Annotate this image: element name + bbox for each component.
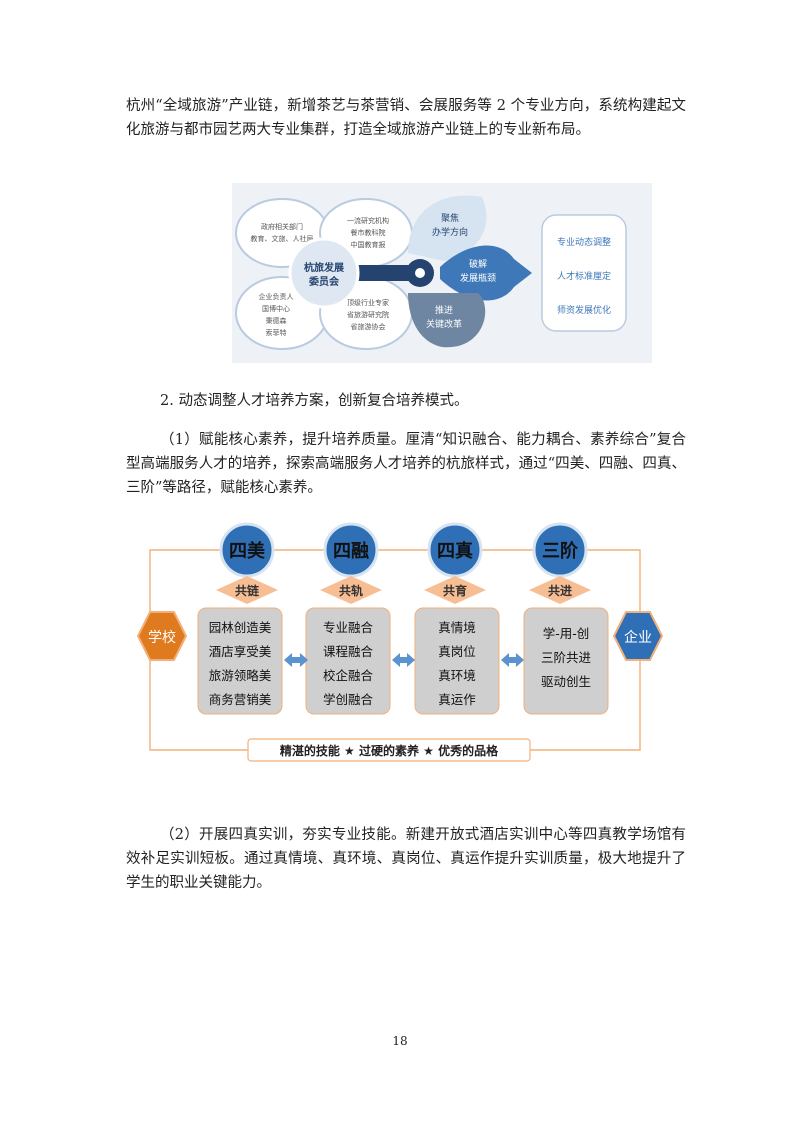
svg-text:破解发展瓶颈: 破解发展瓶颈 [460,258,496,284]
step-advance [408,293,486,348]
committee-diagram: 政府相关部门教育、文旅、人社局 一流研究机构餐市教科院中国教育报 企业负责人国博… [232,183,652,363]
column-title: 三阶 [542,540,579,562]
school-label: 学校 [148,629,176,646]
outcome-3: 师资发展优化 [557,304,611,316]
center-circle [288,237,360,309]
training-model-diagram: 精湛的技能 ★ 过硬的素养 ★ 优秀的品格 学校 企业 四美 共链 园林创造美酒… [136,522,664,762]
outcomes-box [541,214,627,332]
svg-text:真情境真岗位真环境真运作: 真情境真岗位真环境真运作 [438,620,476,707]
column-tag: 共链 [235,583,260,598]
school-hexagon [136,611,188,661]
enterprise-hexagon [612,611,664,661]
step-focus [408,195,487,261]
outcome-2: 人才标准厘定 [557,270,611,282]
center-label: 杭旅发展 [304,261,344,274]
column-title: 四美 [229,540,265,562]
svg-text:专业融合课程融合校企融合学创融合: 专业融合课程融合校企融合学创融合 [323,620,374,707]
column-tag: 共育 [443,583,467,598]
column-title: 四真 [437,540,473,562]
column-tag: 共轨 [339,583,363,598]
svg-text:园林创造美酒店享受美旅游领略美商务营销美: 园林创造美酒店享受美旅游领略美商务营销美 [209,620,272,707]
svg-text:顶级行业专家省旅游研究院省旅游协会: 顶级行业专家省旅游研究院省旅游协会 [347,298,389,331]
bottom-banner-text: 精湛的技能 ★ 过硬的素养 ★ 优秀的品格 [280,743,499,758]
svg-text:推进关键改革: 推进关键改革 [426,304,462,330]
paragraph-core-literacy: （1）赋能核心素养，提升培养质量。厘清“知识融合、能力耦合、素养综合”复合型高端… [126,432,686,496]
svg-text:学-用-创三阶共进驱动创生: 学-用-创三阶共进驱动创生 [541,626,592,689]
svg-text:专业动态调整人才标准厘定师资发展优化: 专业动态调整人才标准厘定师资发展优化 [557,236,611,316]
svg-text:企业负责人国博中心秉德森索菲特: 企业负责人国博中心秉德森索菲特 [259,292,294,337]
paragraph-practical-training: （2）开展四真实训，夯实专业技能。新建开放式酒店实训中心等四真教学场馆有效补足实… [126,827,686,891]
svg-text:聚焦办学方向: 聚焦办学方向 [432,212,468,238]
bottom-banner [247,738,531,762]
heading-section-2: 2. 动态调整人才培养方案，创新复合培养模式。 [160,393,469,409]
step-break [440,245,532,301]
double-arrow-icon [284,653,524,667]
page-number: 18 [392,1034,408,1048]
paragraph-intro: 杭州“全域旅游”产业链，新增茶艺与茶营销、会展服务等 2 个专业方向，系统构建起… [126,98,686,138]
svg-text:一流研究机构餐市教科院中国教育报: 一流研究机构餐市教科院中国教育报 [347,216,389,249]
svg-text:政府相关部门教育、文旅、人社局: 政府相关部门教育、文旅、人社局 [251,222,314,243]
enterprise-label: 企业 [624,629,652,646]
column-title: 四融 [333,541,369,562]
outcome-1: 专业动态调整 [557,236,611,248]
column-tag: 共进 [548,583,572,598]
petal-text: 政府相关部门 [261,222,303,231]
svg-text:杭旅发展委员会: 杭旅发展委员会 [304,261,344,288]
